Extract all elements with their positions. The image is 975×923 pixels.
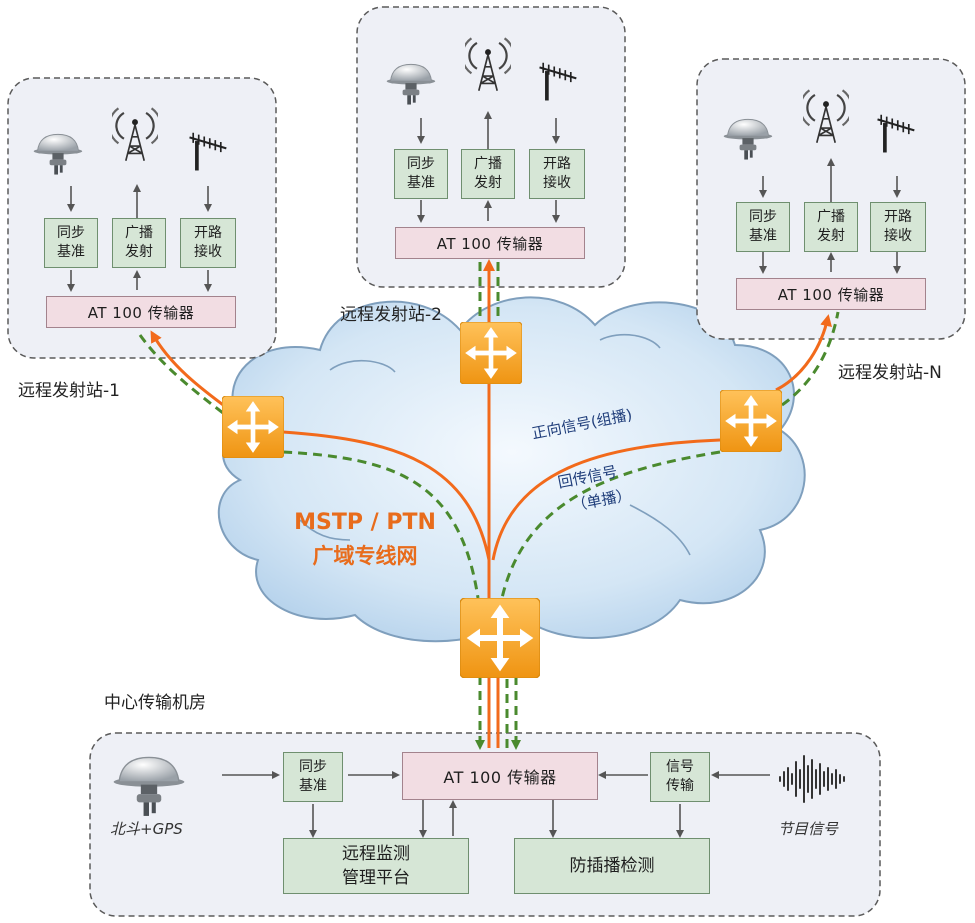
router-switch-icon bbox=[222, 396, 284, 458]
center-title: 中心传输机房 bbox=[104, 693, 206, 713]
station-n-label: 远程发射站-N bbox=[838, 363, 942, 383]
audio-wave-icon bbox=[779, 755, 845, 803]
open-receive-box: 开路 接收 bbox=[529, 149, 585, 199]
router-switch-icon bbox=[460, 322, 522, 384]
router-switch-icon bbox=[460, 598, 540, 678]
sync-reference-box: 同步 基准 bbox=[736, 202, 790, 252]
broadcast-transmit-box: 广播 发射 bbox=[461, 149, 515, 199]
open-receive-box: 开路 接收 bbox=[180, 218, 236, 268]
broadcast-transmit-box: 广播 发射 bbox=[804, 202, 858, 252]
center-sync-box: 同步 基准 bbox=[283, 752, 343, 802]
station-2-label: 远程发射站-2 bbox=[340, 305, 442, 325]
sync-reference-box: 同步 基准 bbox=[394, 149, 448, 199]
at100-transmitter-box: AT 100 传输器 bbox=[46, 296, 236, 328]
network-type: 广域专线网 bbox=[312, 544, 418, 568]
wan-cloud bbox=[217, 296, 806, 643]
at100-transmitter-box: AT 100 传输器 bbox=[395, 227, 585, 259]
anti-insert-detection-box: 防插播检测 bbox=[514, 838, 710, 894]
gnss-label: 北斗+GPS bbox=[110, 820, 183, 838]
station-1-label: 远程发射站-1 bbox=[18, 381, 120, 401]
remote-monitor-platform-box: 远程监测 管理平台 bbox=[283, 838, 469, 894]
open-receive-box: 开路 接收 bbox=[870, 202, 926, 252]
sync-reference-box: 同步 基准 bbox=[44, 218, 98, 268]
network-name: MSTP / PTN bbox=[294, 510, 436, 535]
program-signal-label: 节目信号 bbox=[778, 820, 839, 838]
router-switch-icon bbox=[720, 390, 782, 452]
signal-transfer-box: 信号 传输 bbox=[650, 752, 710, 802]
broadcast-transmit-box: 广播 发射 bbox=[112, 218, 166, 268]
at100-transmitter-box: AT 100 传输器 bbox=[736, 278, 926, 310]
center-at100-transmitter-box: AT 100 传输器 bbox=[402, 752, 598, 800]
